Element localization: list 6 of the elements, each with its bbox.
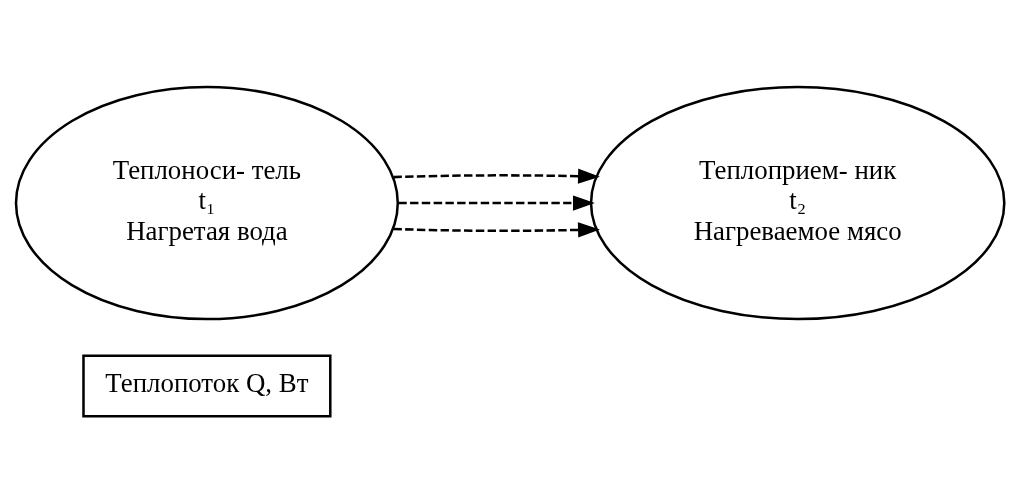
node-ellipse: Теплоноси- тель t₁ Нагретая вода (14, 85, 400, 320)
node-box: Теплопоток Q, Вт (82, 354, 332, 418)
arrow (393, 221, 600, 238)
node-ellipse: Теплоприем- ник t₂ Нагреваемое мясо (589, 85, 1006, 320)
arrow (398, 194, 595, 211)
arrow (393, 168, 600, 184)
